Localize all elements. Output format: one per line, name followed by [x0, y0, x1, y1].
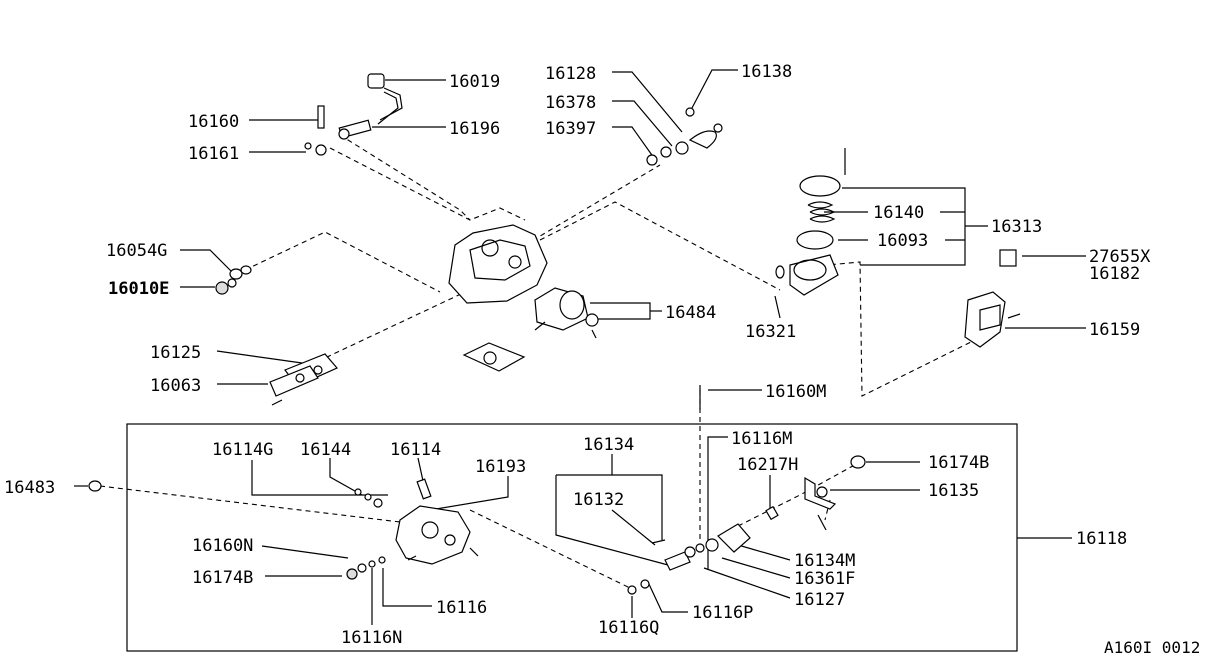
callout-16160: 16160	[188, 112, 239, 132]
callout-16093: 16093	[877, 231, 928, 251]
callout-16063: 16063	[150, 376, 201, 396]
callout-16134: 16134	[583, 435, 634, 455]
callout-16217H: 16217H	[737, 455, 798, 475]
callout-16019: 16019	[449, 72, 500, 92]
callout-16182: 16182	[1089, 264, 1140, 284]
callout-16125: 16125	[150, 343, 201, 363]
part-sketches	[88, 73, 1021, 595]
callout-16196: 16196	[449, 119, 500, 139]
callout-16174B-bottom: 16174B	[192, 568, 253, 588]
callout-16313: 16313	[991, 217, 1042, 237]
callout-16160M: 16160M	[765, 382, 826, 402]
dashed-connection-lines	[99, 134, 976, 589]
callout-16118: 16118	[1076, 529, 1127, 549]
callout-labels: 16019 16196 16160 16161 16128 16378 1639…	[4, 62, 1151, 648]
callout-16116P: 16116P	[692, 603, 753, 623]
callout-16134M: 16134M	[794, 551, 855, 571]
callout-16483: 16483	[4, 478, 55, 498]
callout-16116: 16116	[436, 598, 487, 618]
callout-16160N: 16160N	[192, 536, 253, 556]
callout-16114G: 16114G	[212, 440, 273, 460]
callout-16010E: 16010E	[108, 279, 169, 299]
callout-16193: 16193	[475, 457, 526, 477]
callout-16144: 16144	[300, 440, 351, 460]
leader-lines	[74, 69, 1086, 625]
callout-16116Q: 16116Q	[598, 618, 659, 638]
callout-16159: 16159	[1089, 320, 1140, 340]
callout-16397: 16397	[545, 119, 596, 139]
callout-16378: 16378	[545, 93, 596, 113]
callout-16361F: 16361F	[794, 569, 855, 589]
callout-16484: 16484	[665, 303, 716, 323]
callout-16116N: 16116N	[341, 628, 402, 648]
callout-16321: 16321	[745, 322, 796, 342]
callout-27655X: 27655X	[1089, 247, 1151, 267]
callout-16128: 16128	[545, 64, 596, 84]
callout-16140: 16140	[873, 203, 924, 223]
callout-16127: 16127	[794, 590, 845, 610]
callout-16114: 16114	[390, 440, 441, 460]
callout-16135: 16135	[928, 481, 979, 501]
diagram-code: A160I 0012	[1104, 638, 1200, 657]
callout-16054G: 16054G	[106, 241, 167, 261]
callout-16161: 16161	[188, 144, 239, 164]
callout-16138: 16138	[741, 62, 792, 82]
callout-16174B-top: 16174B	[928, 453, 989, 473]
callout-16116M: 16116M	[731, 429, 792, 449]
callout-16132: 16132	[573, 490, 624, 510]
